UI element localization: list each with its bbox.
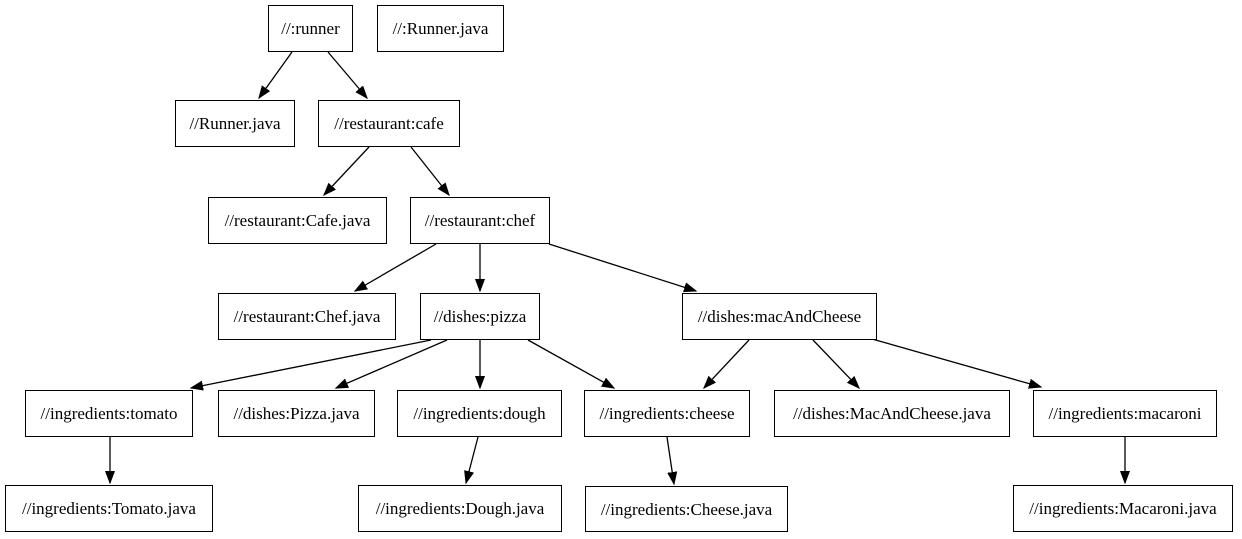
node-label: //ingredients:Dough.java: [375, 499, 545, 518]
node-runner: //:runner: [268, 5, 353, 52]
edge-cheese-to-cheese-java: [666, 436, 674, 484]
node-label: //restaurant:Cafe.java: [224, 211, 371, 230]
node-label: //restaurant:cafe: [334, 114, 444, 133]
edge-dough-to-dough-java: [466, 436, 479, 483]
node-label: //ingredients:tomato: [40, 404, 178, 423]
node-cafe: //restaurant:cafe: [318, 100, 460, 147]
edge-pizza-to-pizza-java: [336, 339, 448, 389]
node-mac-and-cheese-java: //dishes:MacAndCheese.java: [774, 390, 1010, 437]
edge-cafe-to-chef: [410, 146, 449, 195]
node-label: //ingredients:Cheese.java: [600, 499, 773, 519]
node-tomato: //ingredients:tomato: [25, 390, 193, 437]
node-label: //Runner.java: [189, 114, 281, 133]
node-label: //:runner: [281, 19, 340, 38]
edge-pizza-to-cheese: [527, 339, 614, 388]
node-cheese: //ingredients:cheese: [584, 390, 750, 437]
node-cheese-java: //ingredients:Cheese.java: [585, 486, 788, 532]
node-label: //dishes:Pizza.java: [233, 404, 360, 423]
edge-runner-to-cafe: [327, 51, 367, 98]
node-label: //ingredients:cheese: [599, 404, 735, 423]
node-label: //ingredients:macaroni: [1048, 404, 1202, 423]
edge-runner-to-runner-java: [259, 51, 293, 98]
edge-pizza-to-tomato: [191, 339, 432, 388]
node-dough-java: //ingredients:Dough.java: [358, 485, 562, 532]
node-label: //:Runner.java: [392, 19, 489, 38]
edge-chef-to-mac-and-cheese: [548, 243, 696, 291]
node-label: //dishes:MacAndCheese.java: [793, 404, 991, 423]
edge-mac-and-cheese-to-cheese: [704, 339, 750, 388]
edge-mac-and-cheese-to-macaroni: [871, 338, 1041, 387]
node-macaroni-java: //ingredients:Macaroni.java: [1013, 485, 1233, 532]
node-dough: //ingredients:dough: [397, 390, 562, 437]
node-cafe-java: //restaurant:Cafe.java: [208, 197, 387, 244]
node-label: //ingredients:dough: [413, 404, 546, 423]
node-tomato-java: //ingredients:Tomato.java: [5, 485, 213, 532]
node-label: //restaurant:Chef.java: [233, 307, 381, 326]
edge-chef-to-chef-java: [355, 243, 437, 291]
node-label: //restaurant:chef: [424, 211, 536, 230]
node-chef: //restaurant:chef: [410, 197, 550, 244]
node-macaroni: //ingredients:macaroni: [1033, 390, 1217, 437]
edge-mac-and-cheese-to-mac-and-cheese-java: [812, 339, 859, 388]
node-runner-java-source: //:Runner.java: [377, 5, 504, 52]
node-pizza: //dishes:pizza: [420, 293, 540, 340]
node-label: //ingredients:Tomato.java: [22, 499, 196, 518]
edge-cafe-to-cafe-java: [324, 146, 370, 195]
node-chef-java: //restaurant:Chef.java: [218, 293, 396, 340]
node-runner-java: //Runner.java: [175, 100, 295, 147]
node-mac-and-cheese: //dishes:macAndCheese: [682, 293, 877, 340]
node-label: //dishes:macAndCheese: [697, 307, 862, 326]
node-pizza-java: //dishes:Pizza.java: [218, 390, 375, 437]
node-label: //dishes:pizza: [433, 307, 527, 326]
node-label: //ingredients:Macaroni.java: [1029, 499, 1217, 518]
